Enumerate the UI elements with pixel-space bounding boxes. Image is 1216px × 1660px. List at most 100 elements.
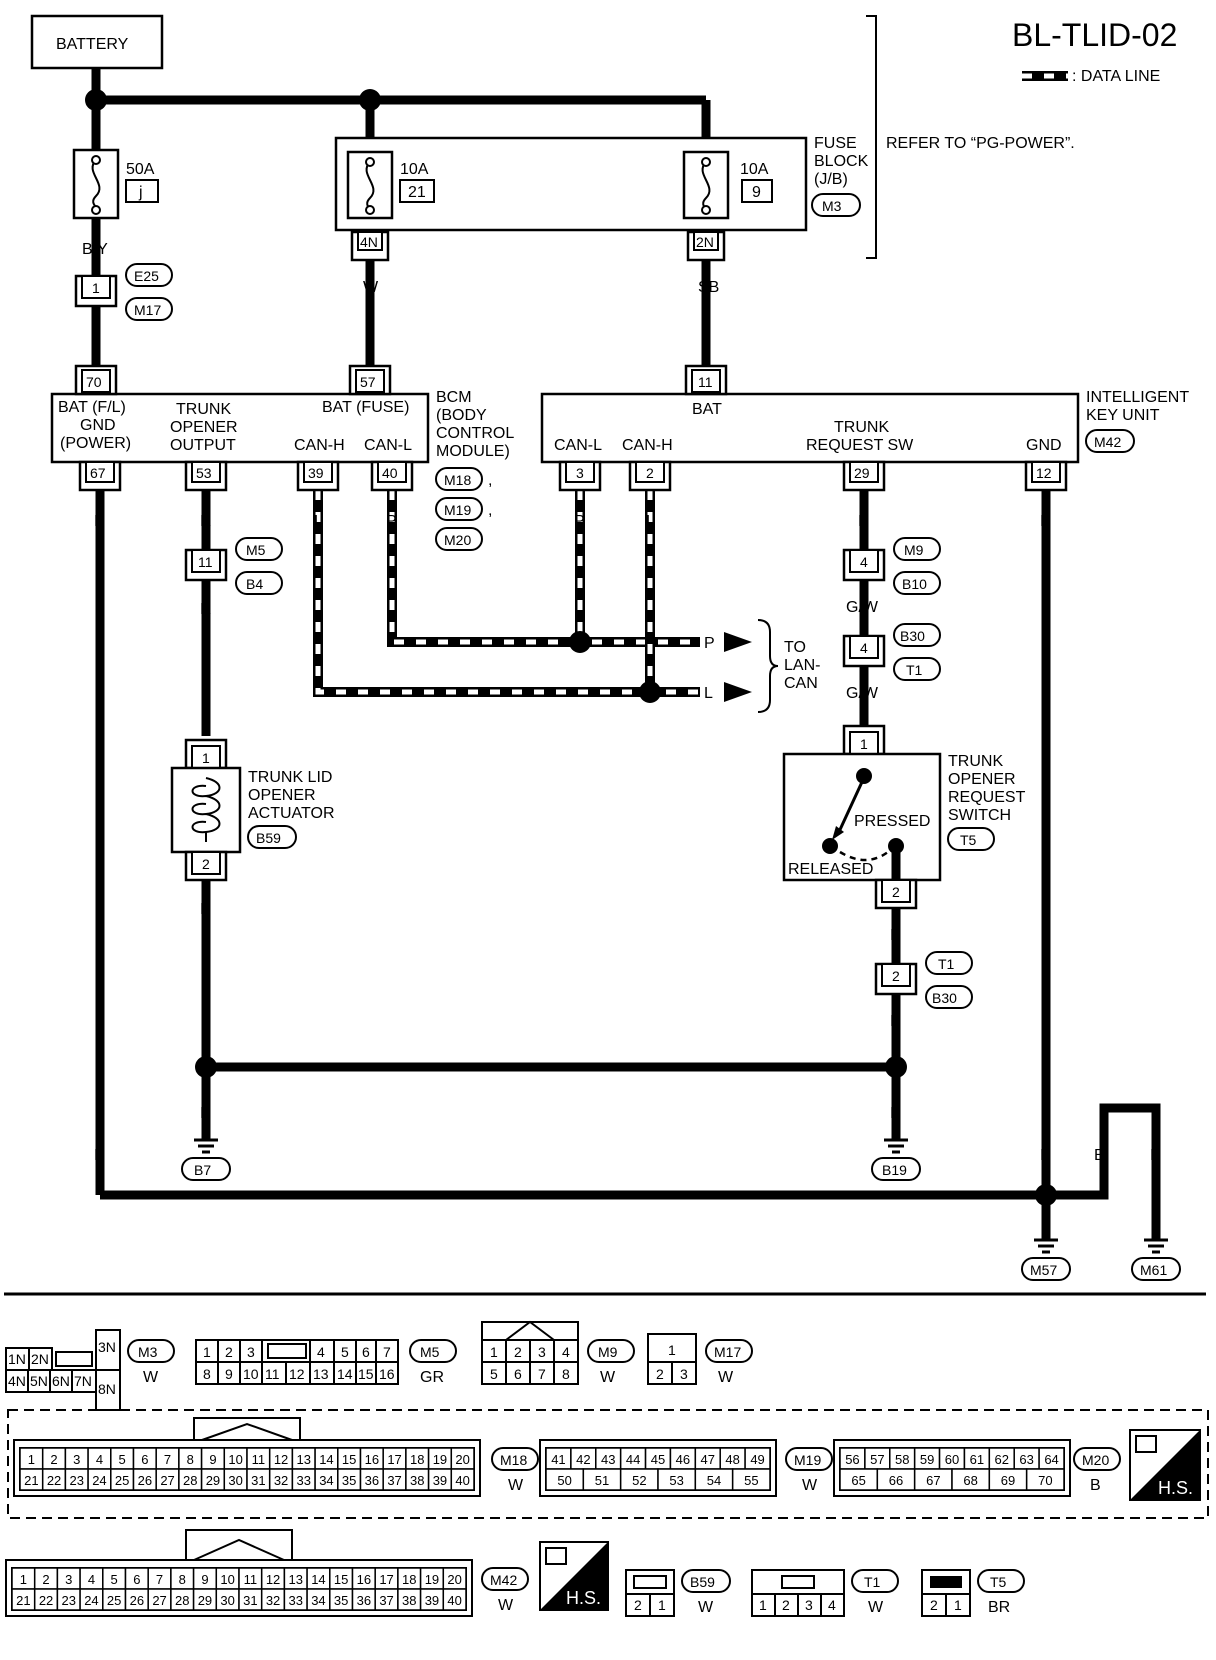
connector-pin-number: 20 [447,1572,461,1587]
svg-text:KEY UNIT: KEY UNIT [1086,407,1160,424]
wires [91,68,1161,1240]
connector-pin-number: 66 [889,1473,903,1488]
svg-text:B: B [94,513,105,530]
svg-text:M5: M5 [246,542,266,558]
connector-pin-number: 17 [379,1572,393,1587]
connector-pin-number: 1 [28,1452,35,1467]
svg-text:53: 53 [196,465,212,481]
connector-pin-number: 42 [576,1452,590,1467]
connector-pin-number: 46 [676,1452,690,1467]
svg-text:M19: M19 [444,502,471,518]
connector-pin-number: 39 [425,1593,439,1608]
svg-text:50A: 50A [126,161,155,178]
connector-pin-number: 6 [141,1452,148,1467]
svg-text:M18: M18 [444,472,471,488]
svg-text:GR: GR [420,1369,444,1386]
svg-text:2: 2 [225,1344,233,1360]
connector-pin-number: 54 [707,1473,721,1488]
connector-pin-number: 32 [266,1593,280,1608]
svg-text:M17: M17 [134,302,161,318]
ground-b19: B19 [871,1138,921,1181]
connector-pin-cell [442,1588,467,1611]
svg-text:W: W [802,1477,818,1494]
svg-text:4: 4 [562,1344,570,1360]
svg-text:1: 1 [759,1597,767,1613]
svg-text:12: 12 [289,1366,305,1382]
svg-text:1: 1 [954,1597,962,1613]
svg-text:T5: T5 [960,832,977,848]
svg-text:T1: T1 [864,1574,881,1590]
connector-pin-number: 23 [62,1593,76,1608]
connector-pin-number: 38 [410,1473,424,1488]
svg-text:,: , [488,502,492,519]
svg-text:T1: T1 [906,662,923,678]
svg-text:M3: M3 [822,198,842,214]
svg-text:W: W [143,1369,159,1386]
connector-pin-number: 14 [319,1452,333,1467]
svg-text:INTELLIGENT: INTELLIGENT [1086,389,1189,406]
svg-text:BR: BR [988,1599,1010,1616]
connector-pin-number: 65 [851,1473,865,1488]
svg-text:L: L [704,685,713,702]
connector-pin-number: 10 [228,1452,242,1467]
svg-text:M9: M9 [904,542,924,558]
svg-text:SWITCH: SWITCH [948,807,1011,824]
connector-pin-number: 40 [455,1473,469,1488]
connector-pin-number: 13 [297,1452,311,1467]
svg-text:15: 15 [358,1366,374,1382]
svg-text:2N: 2N [31,1351,49,1367]
svg-text:1: 1 [668,1342,676,1358]
connector-pin-number: 34 [319,1473,333,1488]
svg-text:M19: M19 [794,1452,821,1468]
svg-text:5N: 5N [30,1373,48,1389]
connector-pin-number: 35 [342,1473,356,1488]
svg-text:3: 3 [576,465,584,481]
svg-text:57: 57 [360,374,376,390]
svg-text:CAN-L: CAN-L [364,437,412,454]
face-view-m3: 1N 2N 4N 5N 6N 7N 3N 8N M3 W [5,1329,175,1411]
fuse-block: 10A 21 10A 9 4N 2N FUSE BLOCK (J/B) M3 [334,135,869,262]
connector-pin-cell [1025,1468,1065,1491]
svg-text:4: 4 [860,554,868,570]
connector-pin-number: 11 [244,1572,258,1587]
connector-pin-number: 33 [297,1473,311,1488]
svg-text:2: 2 [656,1366,664,1382]
svg-text:CAN-H: CAN-H [622,437,673,454]
connector-pin-number: 24 [84,1593,98,1608]
svg-text:B: B [1150,1147,1161,1164]
connector-pin-number: 15 [342,1452,356,1467]
connector-pin-number: 51 [595,1473,609,1488]
connector-pin-number: 59 [920,1452,934,1467]
svg-text:M5: M5 [420,1344,440,1360]
svg-text:7: 7 [538,1366,546,1382]
svg-text:CONTROL: CONTROL [436,425,514,442]
connector-pin-number: 4 [96,1452,103,1467]
wire-color-sb: SB [698,279,719,296]
svg-text:R: R [200,513,212,530]
svg-text:7: 7 [383,1344,391,1360]
svg-text:OPENER: OPENER [948,771,1016,788]
svg-text:M61: M61 [1140,1262,1167,1278]
svg-text:L: L [646,513,655,530]
face-view-m17: 1 2 3 M17 W [647,1333,753,1386]
svg-text:P: P [574,513,585,530]
svg-text:FUSE: FUSE [814,135,857,152]
connector-m5-b4: 11 M5 B4 [184,537,283,595]
svg-text:GND: GND [80,417,116,434]
connector-pin-number: 4 [88,1572,95,1587]
connector-pin-number: 15 [334,1572,348,1587]
svg-text:1: 1 [860,736,868,752]
connector-pin-number: 69 [1001,1473,1015,1488]
wire-color-by: B/Y [82,241,108,258]
svg-text:2: 2 [892,884,900,900]
connector-pin-number: 12 [274,1452,288,1467]
connector-pin-number: 22 [39,1593,53,1608]
svg-text:H.S.: H.S. [566,1588,601,1608]
svg-text:6: 6 [514,1366,522,1382]
connector-pin-number: 5 [111,1572,118,1587]
svg-text:4: 4 [828,1597,836,1613]
connector-pin-number: 14 [311,1572,325,1587]
svg-text:TRUNK LID: TRUNK LID [248,769,332,786]
